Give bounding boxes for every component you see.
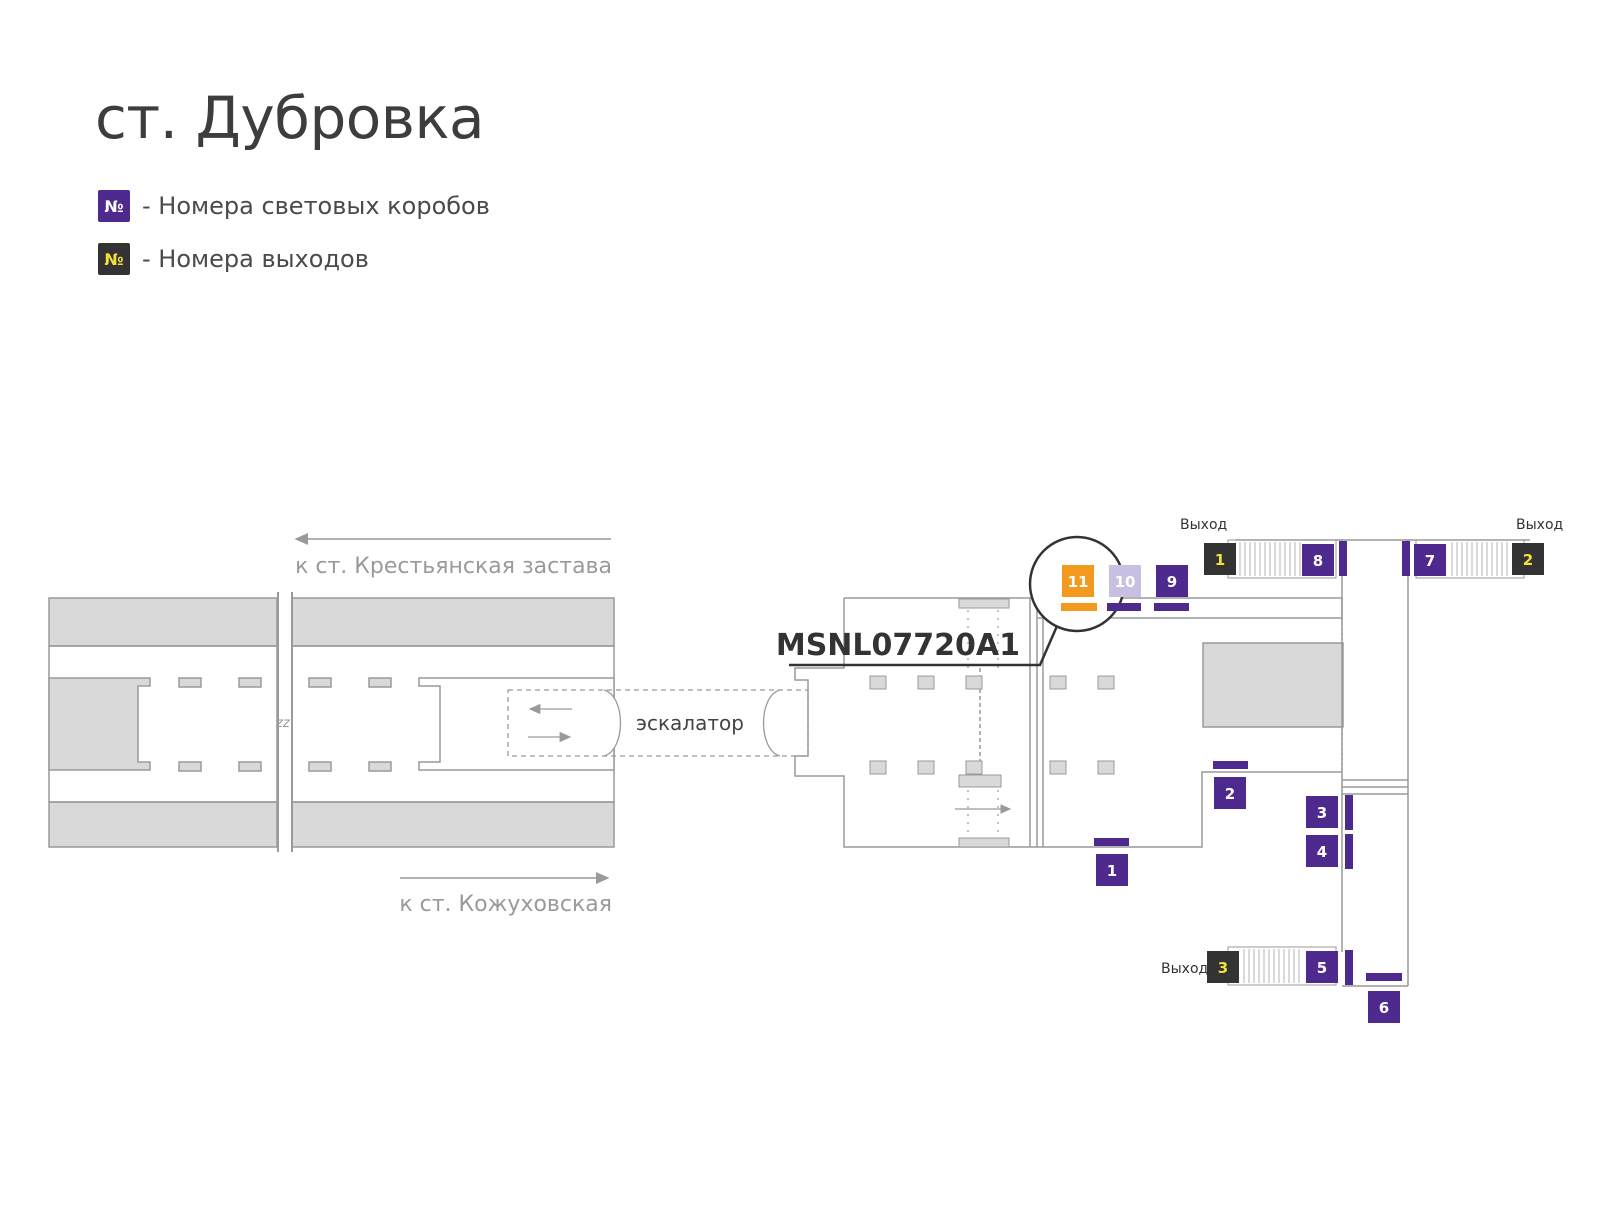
lightbox-tag-1[interactable]: 1	[1096, 854, 1128, 886]
exit-stairs	[1227, 539, 1525, 986]
lightbox-bars	[1061, 541, 1410, 985]
escalator	[507, 689, 809, 757]
exit-1-label: Выход	[1180, 517, 1227, 533]
lightbox-number-chip: №	[98, 190, 130, 222]
svg-text:1: 1	[1107, 862, 1117, 880]
turnstiles	[955, 610, 1012, 836]
platform	[48, 597, 615, 848]
exit-2-label: Выход	[1516, 517, 1563, 533]
page-title: ст. Дубровка	[95, 84, 485, 152]
legend-exit: № - Номера выходов	[98, 243, 369, 275]
legend-exit-label: - Номера выходов	[142, 245, 369, 273]
lightbox-tag-8[interactable]: 8	[1302, 544, 1334, 576]
lightbox-tag-9[interactable]: 9	[1156, 565, 1188, 597]
svg-text:2: 2	[1225, 785, 1235, 803]
svg-text:2: 2	[1523, 551, 1533, 569]
direction-bottom-label: к ст. Кожуховская	[399, 892, 612, 917]
lightbox-tag-2[interactable]: 2	[1214, 777, 1246, 809]
columns	[869, 598, 1115, 848]
exit-3-label: Выход	[1161, 961, 1208, 977]
lightbox-tag-4[interactable]: 4	[1306, 835, 1338, 867]
lightbox-tag-10[interactable]: 10	[1109, 565, 1141, 597]
svg-text:1: 1	[1215, 551, 1225, 569]
svg-text:11: 11	[1068, 573, 1089, 591]
svg-text:9: 9	[1167, 573, 1177, 591]
svg-text:8: 8	[1313, 552, 1323, 570]
lightbox-tag-7[interactable]: 7	[1414, 544, 1446, 576]
direction-top-label: к ст. Крестьянская застава	[295, 554, 612, 579]
svg-text:7: 7	[1425, 552, 1435, 570]
lightbox-tag-5[interactable]: 5	[1306, 951, 1338, 983]
lightbox-tag-6[interactable]: 6	[1368, 991, 1400, 1023]
exit-tag-1[interactable]: 1	[1204, 543, 1236, 575]
lightbox-tag-3[interactable]: 3	[1306, 796, 1338, 828]
legend-lightbox: № - Номера световых коробов	[98, 190, 490, 222]
break-mark: zz	[275, 716, 291, 731]
exit-number-chip: №	[98, 243, 130, 275]
vestibule	[794, 539, 1530, 987]
svg-text:3: 3	[1218, 959, 1228, 977]
lightbox-code: MSNL07720A1	[776, 628, 1020, 663]
svg-text:10: 10	[1115, 573, 1136, 591]
highlight-leader	[789, 625, 1059, 667]
exit-tag-2[interactable]: 2	[1512, 543, 1544, 575]
svg-text:5: 5	[1317, 959, 1327, 977]
lightbox-tag-11[interactable]: 11	[1062, 565, 1094, 597]
svg-text:4: 4	[1317, 843, 1327, 861]
exit-tag-3[interactable]: 3	[1207, 951, 1239, 983]
svg-text:6: 6	[1379, 999, 1389, 1017]
svg-text:3: 3	[1317, 804, 1327, 822]
legend-lightbox-label: - Номера световых коробов	[142, 192, 490, 220]
escalator-label: эскалатор	[636, 711, 744, 735]
